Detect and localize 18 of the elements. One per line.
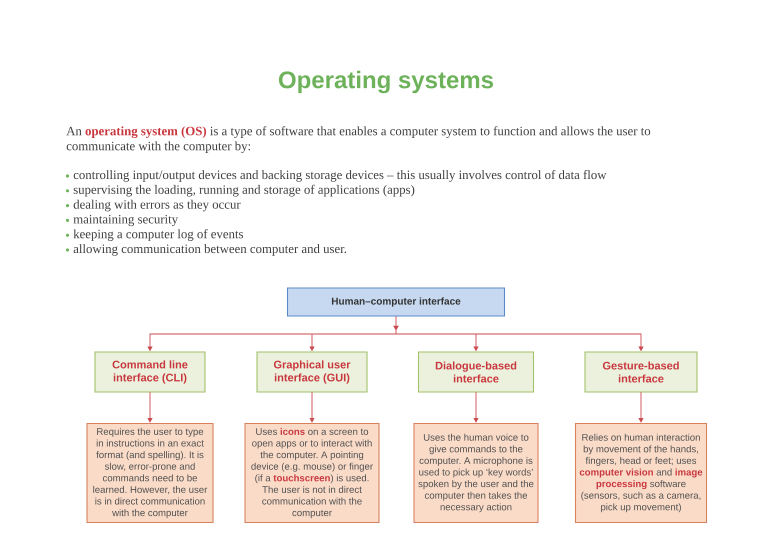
description-box: Requires the user to type in instructions in an exact format (and spelling). It is slow, error-prone and commands need to be learned. However, the user is in direct communication with the computer xyxy=(86,422,214,524)
interface-box: Gesture-based interface xyxy=(584,351,698,393)
bullet-text: controlling input/output devices and backing storage devices – this usually involves control of data flow xyxy=(74,170,606,182)
bullet-text: allowing communication between computer and user. xyxy=(74,244,346,256)
description-box: Uses icons on a screen to open apps or to interact with the computer. A pointing device (e.g. mouse) or finger (if a touchscreen) is used. The user is not in direct communication with the computer xyxy=(244,422,380,524)
bullet-text: dealing with errors as they occur xyxy=(74,200,241,212)
description-box: Relies on human interaction by movement of the hands, fingers, head or feet; uses computer vision and image processing software (sensors, such as a camera, pick up movement) xyxy=(574,422,708,524)
intro-paragraph: An operating system (OS) is a type of software that enables a computer system to function and allows the user to communicate with the computer by: xyxy=(66,126,650,153)
description-box: Uses the human voice to give commands to the computer. A microphone is used to pick up ‘key words’ spoken by the user and the computer then takes the necessary action xyxy=(413,422,539,524)
connector-arrow xyxy=(393,316,399,334)
interface-box: Dialogue-based interface xyxy=(418,351,534,393)
page-title: Operating systems xyxy=(278,70,494,94)
bullet-text: keeping a computer log of events xyxy=(73,229,244,241)
bullet-text: maintaining security xyxy=(73,214,178,226)
heading-box: Human–computer interface xyxy=(286,287,506,317)
bullet-text: supervising the loading, running and storage of applications (apps) xyxy=(74,184,414,197)
interface-box: Graphical user interface (GUI) xyxy=(256,351,368,393)
interface-box: Command line interface (CLI) xyxy=(94,351,206,393)
